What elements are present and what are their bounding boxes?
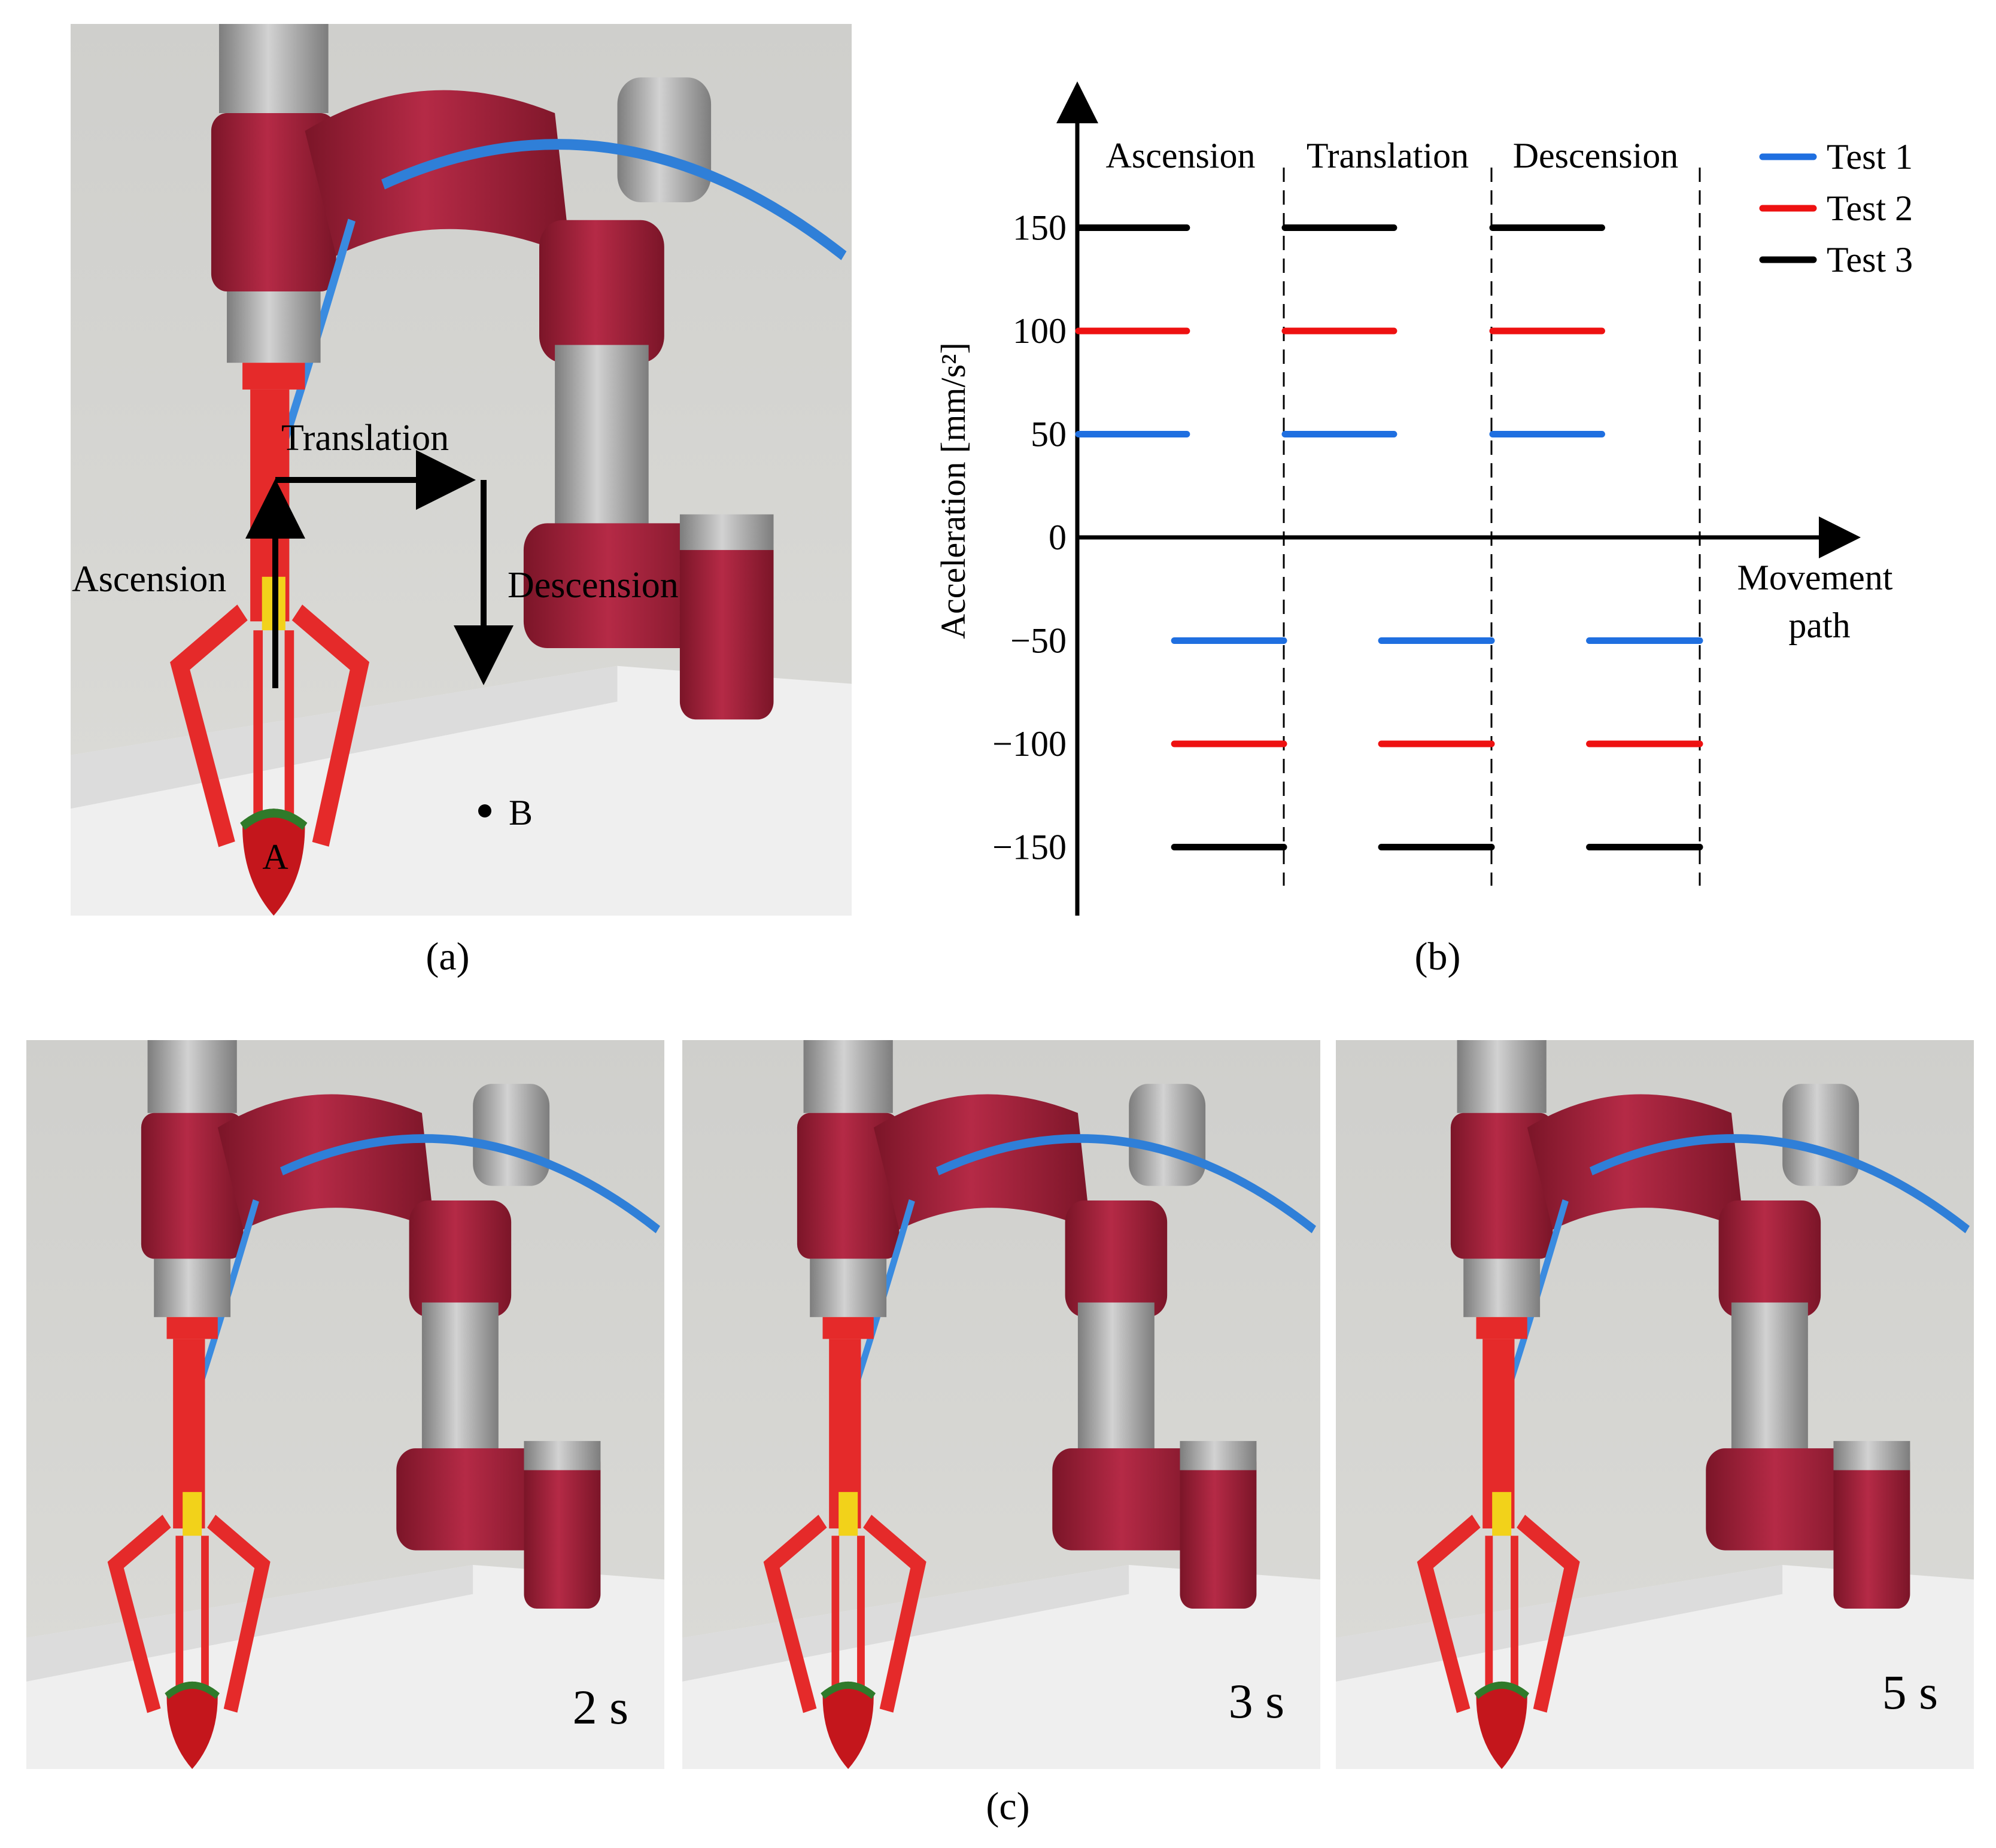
robot-photo-c-frame-3 [1336, 1040, 1974, 1769]
y-tick-150: 150 [1013, 208, 1067, 248]
label-descension: Descension [508, 565, 679, 606]
phase-labels: Ascension Translation Descension [1106, 136, 1679, 175]
phase-dividers [1283, 168, 1701, 886]
legend-label-test-1: Test 1 [1827, 137, 1913, 177]
x-axis-label: Movement path [1737, 558, 1902, 645]
legend-label-test-2: Test 2 [1827, 189, 1913, 228]
frame-3-time: 5 s [1882, 1665, 1938, 1719]
legend: Test 1 Test 2 Test 3 [1759, 137, 1913, 279]
y-tick-−50: −50 [1010, 621, 1067, 661]
panel-a: Translation Ascension Descension A B (a) [71, 24, 852, 978]
y-tick-50: 50 [1031, 415, 1067, 454]
phase-label-descension: Descension [1513, 136, 1679, 175]
panel-c: 2 s 3 s 5 s (c) [26, 1040, 1974, 1828]
robot-photo-c-frame-1 [26, 1040, 664, 1769]
acceleration-segments [1075, 224, 1703, 850]
label-point-b: B [509, 793, 533, 832]
label-ascension: Ascension [72, 559, 226, 600]
legend-label-test-3: Test 3 [1827, 240, 1913, 279]
x-axis-label-line-2: path [1788, 606, 1850, 645]
robot-photo-c-frame-2 [682, 1040, 1320, 1769]
frame-2-time: 3 s [1229, 1674, 1284, 1728]
y-tick-100: 100 [1013, 311, 1067, 351]
label-translation: Translation [281, 418, 449, 458]
caption-c: (c) [986, 1785, 1029, 1828]
panel-b-chart: 150 100 50 0 −50 −100 −150 Ascension Translatio… [934, 81, 1913, 978]
caption-b: (b) [1415, 935, 1461, 978]
phase-label-ascension: Ascension [1106, 136, 1256, 175]
y-tick-0: 0 [1049, 518, 1067, 557]
label-point-a: A [262, 837, 288, 877]
y-tick-labels: 150 100 50 0 −50 −100 −150 [992, 208, 1067, 867]
y-tick-−150: −150 [992, 828, 1067, 867]
phase-label-translation: Translation [1307, 136, 1469, 175]
x-axis-label-line-1: Movement [1737, 558, 1893, 597]
robot-photo-a [71, 24, 852, 916]
y-axis-label: Acceleration [mm/s²] [934, 342, 973, 639]
point-b-marker [478, 804, 491, 817]
y-tick-−100: −100 [992, 724, 1067, 764]
frame-1-time: 2 s [573, 1680, 628, 1734]
caption-a: (a) [426, 935, 469, 978]
